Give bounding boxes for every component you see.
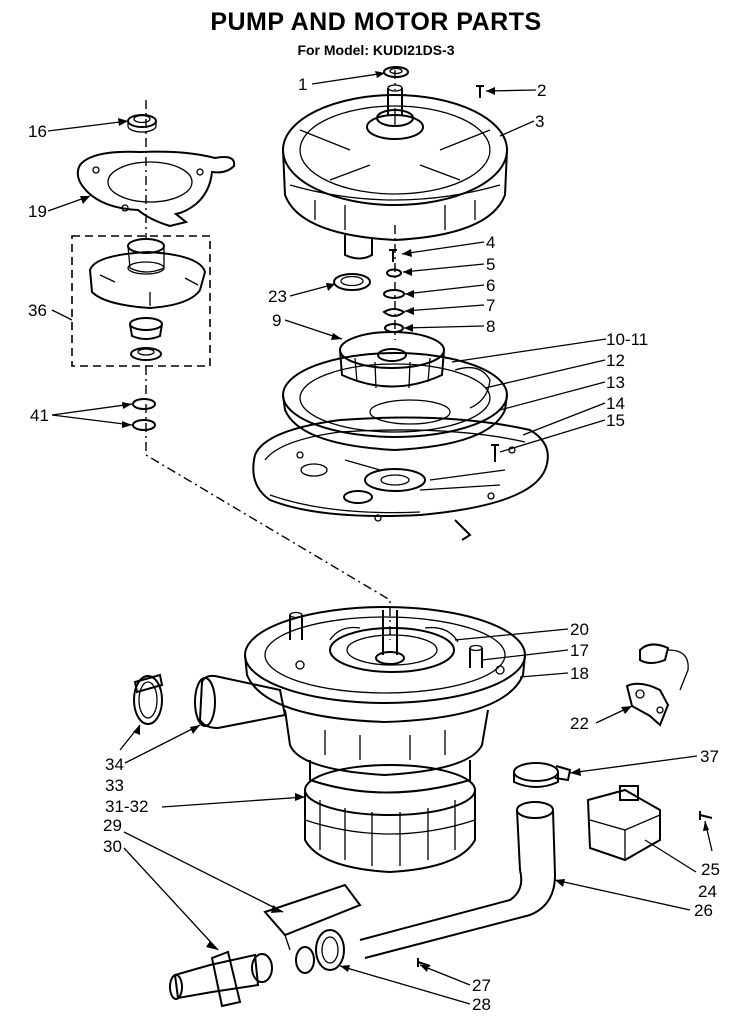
part-15-screw [491, 444, 499, 462]
label-part-23: 23 [268, 287, 287, 306]
label-part-13: 13 [606, 373, 625, 392]
part-20-pump-base [329, 610, 459, 673]
part-19-gasket [76, 150, 236, 228]
label-part-12: 12 [606, 351, 625, 370]
label-part-10-11: 10-11 [606, 330, 648, 349]
part-24-switch [586, 785, 661, 862]
label-part-31-32: 31-32 [105, 797, 148, 816]
part-36-seal-cup [129, 317, 163, 361]
label-part-28: 28 [472, 995, 491, 1014]
label-part-8: 8 [486, 317, 495, 336]
label-part-7: 7 [486, 296, 495, 315]
label-part-22: 22 [570, 714, 589, 733]
label-part-18: 18 [570, 664, 589, 683]
part-2-screw [476, 85, 484, 98]
label-part-34: 34 [105, 755, 124, 774]
part-5-nut [386, 268, 402, 278]
label-part-5: 5 [486, 255, 495, 274]
part-22-sensor [625, 643, 689, 727]
part-26-drain-hose [359, 801, 557, 959]
part-34-hose-clamp [133, 673, 164, 725]
label-part-27: 27 [472, 976, 491, 995]
label-part-16: 16 [28, 122, 47, 141]
label-part-26: 26 [694, 901, 713, 920]
part-3-motor-cover [282, 84, 508, 260]
label-part-33: 33 [105, 776, 124, 795]
part-17-post [289, 611, 483, 668]
part-41-o-rings [132, 398, 156, 431]
part-4-screw [389, 249, 397, 262]
label-part-4: 4 [486, 233, 495, 252]
part-9-impeller [339, 331, 445, 389]
part-25-screw [699, 811, 713, 820]
label-part-2: 2 [537, 81, 546, 100]
part-8-washer [384, 323, 404, 333]
label-part-37: 37 [700, 747, 719, 766]
label-part-29: 29 [103, 816, 122, 835]
label-part-3: 3 [535, 112, 544, 131]
part-1-washer [383, 66, 409, 78]
label-part-15: 15 [606, 411, 625, 430]
label-part-14: 14 [606, 394, 625, 413]
model-subtitle: For Model: KUDI21DS-3 [297, 42, 455, 58]
label-part-20: 20 [570, 620, 589, 639]
label-part-24: 24 [698, 882, 717, 901]
part-30-fitting [169, 950, 273, 1008]
leader-lines [47, 72, 713, 1005]
part-29-bracket [263, 883, 362, 951]
part-28-clamp [295, 929, 345, 974]
part-16-seal [127, 114, 157, 133]
label-part-30: 30 [103, 837, 122, 856]
leader-arrowheads [80, 71, 709, 972]
label-part-1: 1 [298, 75, 307, 94]
label-part-9: 9 [272, 311, 281, 330]
assembly-centerline-left [145, 100, 391, 640]
part-31-32-motor [284, 709, 489, 874]
part-12-pump-body [282, 352, 508, 452]
label-part-41: 41 [30, 406, 49, 425]
page-title: PUMP AND MOTOR PARTS [210, 8, 542, 36]
part-7-clip [382, 308, 406, 317]
label-part-36: 36 [28, 301, 47, 320]
part-labels: 1 2 3 4 5 6 7 8 23 9 10-11 12 13 14 15 1… [28, 75, 720, 1014]
part-36-pump-housing [88, 238, 207, 310]
label-part-17: 17 [570, 641, 589, 660]
label-part-25: 25 [701, 860, 720, 879]
part-6-washer [383, 289, 405, 299]
part-23-seal [333, 273, 371, 291]
label-part-19: 19 [28, 202, 47, 221]
part-36-assembly-box [71, 235, 211, 367]
part-37-hose-clamp [513, 762, 572, 788]
label-part-6: 6 [486, 276, 495, 295]
part-33-inlet-tube [194, 674, 287, 730]
part-14-base-plate [252, 416, 549, 541]
